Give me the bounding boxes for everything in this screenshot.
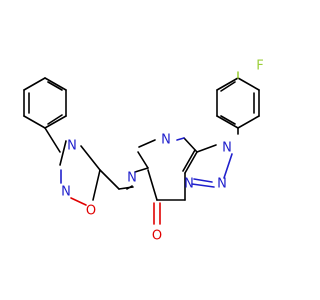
bond xyxy=(138,139,156,148)
bond xyxy=(237,115,260,129)
bond xyxy=(134,167,149,173)
bond xyxy=(193,178,213,183)
bond xyxy=(216,115,239,129)
bond xyxy=(216,77,239,91)
triazole-ring xyxy=(182,144,233,188)
atom-nitrogen: N xyxy=(61,185,71,200)
bond xyxy=(59,140,67,166)
oxadiazole-ring xyxy=(59,140,120,206)
bond xyxy=(223,153,233,179)
bond xyxy=(80,145,101,171)
atom-nitrogen: N xyxy=(161,133,171,148)
atom-nitrogen: N xyxy=(67,139,77,154)
bond xyxy=(99,169,120,190)
bond xyxy=(47,81,63,91)
bond-ch2 xyxy=(118,186,134,190)
atom-fluorine: F xyxy=(256,59,263,74)
bond xyxy=(23,77,46,91)
bond xyxy=(220,81,236,92)
bond xyxy=(92,169,101,201)
bond xyxy=(44,77,67,91)
molecule-diagram: F N N N N N O N O N xyxy=(23,58,264,244)
atom-oxygen: O xyxy=(152,229,162,244)
bond-phenyl-link xyxy=(44,127,61,153)
atom-nitrogen: N xyxy=(217,177,227,192)
bond xyxy=(23,115,46,129)
fluorophenyl-ring xyxy=(216,77,260,129)
bond xyxy=(182,149,196,172)
atom-nitrogen: N xyxy=(127,171,137,186)
bond xyxy=(147,169,158,201)
bond xyxy=(196,144,217,153)
atom-nitrogen: N xyxy=(184,177,194,192)
bond xyxy=(70,197,87,206)
bond xyxy=(183,137,198,153)
bond xyxy=(220,115,236,125)
bond xyxy=(47,114,63,125)
bond xyxy=(237,77,260,91)
structure-svg: F N N N N N O N O N xyxy=(23,59,264,244)
bond xyxy=(137,151,149,169)
bond xyxy=(191,183,215,188)
atom-nitrogen: N xyxy=(222,141,232,156)
bond xyxy=(176,137,185,141)
pyrimidinone-ring xyxy=(134,137,198,201)
bond xyxy=(44,115,67,129)
phenyl-ring xyxy=(23,77,67,129)
bond xyxy=(184,151,198,174)
atom-oxygen: O xyxy=(86,204,96,219)
